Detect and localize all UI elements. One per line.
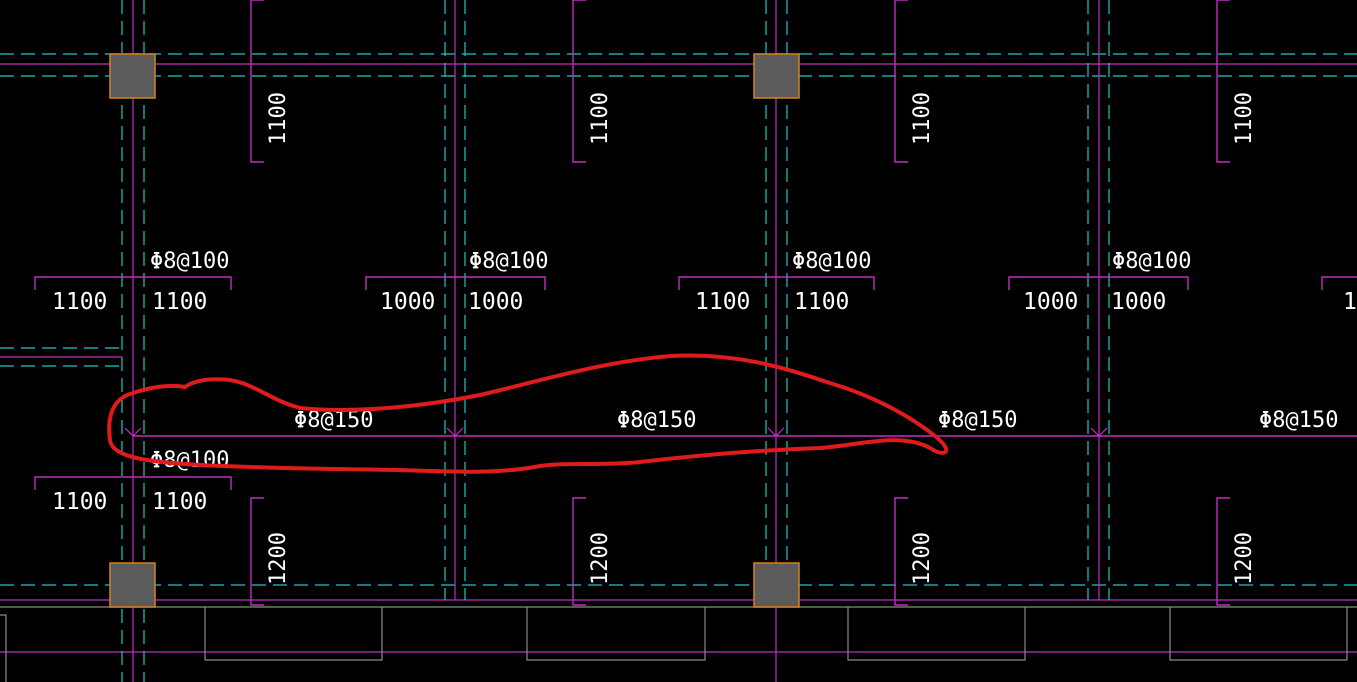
bottom-dim-3: 1200	[910, 532, 935, 585]
column-4	[753, 562, 800, 608]
top-dim-2: 1100	[588, 92, 613, 145]
dim-row1-6: 1100	[794, 289, 849, 315]
dim-row1-5: 1100	[695, 289, 750, 315]
dim-row1-2: 1100	[152, 289, 207, 315]
rebar-top-4: Φ8@100	[1112, 249, 1191, 274]
dim-row1-8: 1000	[1111, 289, 1166, 315]
left-stub-lines	[0, 347, 122, 367]
dim-row1-1: 1100	[52, 289, 107, 315]
bottom-dimension-texts: 1200 1200 1200 1200	[266, 532, 1257, 585]
horizontal-axis-lines	[0, 53, 1357, 586]
mid-rebar-brackets	[34, 276, 1357, 490]
column-2	[753, 53, 800, 99]
dim-row1-7: 1000	[1023, 289, 1078, 315]
dimension-row-1: 1100 1100 1000 1000 1100 1100 1000 1000 …	[52, 289, 1357, 315]
rebar-mid-3: Φ8@150	[938, 408, 1017, 433]
rebar-mid-1: Φ8@150	[294, 408, 373, 433]
wall-profile	[0, 606, 1357, 682]
dimension-row-2: 1100 1100	[52, 489, 207, 515]
top-rebar-brackets	[250, 0, 1230, 606]
rebar-top-1: Φ8@100	[150, 249, 229, 274]
rebar-ticks	[124, 427, 1108, 437]
top-dim-3: 1100	[910, 92, 935, 145]
rebar-labels-top: Φ8@100 Φ8@100 Φ8@100 Φ8@100	[150, 249, 1191, 274]
rebar-top-2: Φ8@100	[469, 249, 548, 274]
column-1	[109, 53, 156, 99]
dim-row1-9: 1	[1343, 289, 1357, 315]
top-dim-4: 1100	[1232, 92, 1257, 145]
top-dimension-texts: 1100 1100 1100 1100	[266, 92, 1257, 145]
dim-row2-1: 1100	[52, 489, 107, 515]
dim-row2-2: 1100	[152, 489, 207, 515]
bottom-dim-1: 1200	[266, 532, 291, 585]
dim-row1-3: 1000	[380, 289, 435, 315]
bottom-dim-4: 1200	[1232, 532, 1257, 585]
red-markup-loop	[107, 353, 949, 474]
rebar-top-3: Φ8@100	[792, 249, 871, 274]
bottom-dim-2: 1200	[588, 532, 613, 585]
horizontal-beam-lines	[0, 63, 1357, 653]
rebar-mid-4: Φ8@150	[1259, 408, 1338, 433]
top-dim-1: 1100	[266, 92, 291, 145]
vertical-axis-lines	[121, 0, 1110, 682]
column-3	[109, 562, 156, 608]
dim-row1-4: 1000	[468, 289, 523, 315]
rebar-mid-2: Φ8@150	[617, 408, 696, 433]
rebar-labels-mid: Φ8@150 Φ8@150 Φ8@150 Φ8@150	[294, 408, 1338, 433]
columns[interactable]	[109, 53, 800, 608]
